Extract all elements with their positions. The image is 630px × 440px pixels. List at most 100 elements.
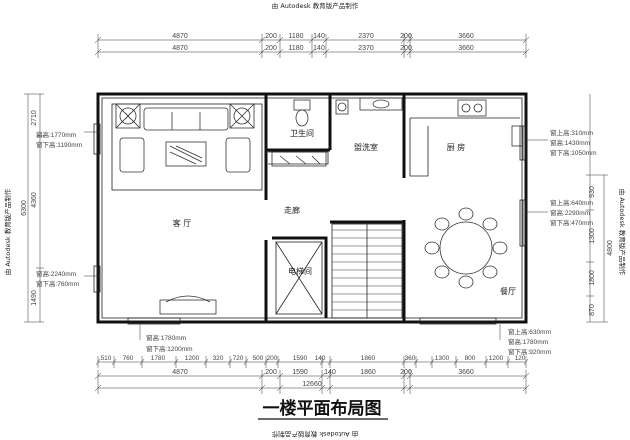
dining-chair xyxy=(492,241,508,255)
dim-left-2: 4360 xyxy=(31,192,38,208)
living-room-furniture xyxy=(111,103,263,315)
dining-chair xyxy=(458,275,474,289)
svg-text:窗高:1430mm: 窗高:1430mm xyxy=(550,138,590,147)
room-bath: 卫生间 xyxy=(290,128,314,138)
right-dimensions: 930 1300 1800 870 4800 xyxy=(586,94,614,323)
dining-chair xyxy=(434,217,450,231)
svg-text:窗下高:760mm: 窗下高:760mm xyxy=(36,279,79,288)
dining-chair xyxy=(458,207,474,221)
dim-top2-2: 200 xyxy=(265,45,277,52)
dim-right-2: 1300 xyxy=(589,228,596,244)
dim-right-1: 930 xyxy=(589,186,596,198)
dim-bot2-7: 3660 xyxy=(458,369,474,376)
elevator-shaft xyxy=(275,241,323,315)
interior-walls xyxy=(264,94,520,322)
svg-text:窗高:2290mm: 窗高:2290mm xyxy=(550,208,590,217)
dim-top-4: 140 xyxy=(313,33,325,40)
watermark-right: 由 Autodesk 教育版产品制作 xyxy=(618,189,627,276)
dim-top-1: 4870 xyxy=(172,33,188,40)
dim-bot-14: 800 xyxy=(465,355,476,362)
living-windows xyxy=(93,123,527,325)
dim-right-3: 1800 xyxy=(589,270,596,286)
dim-left-total: 6300 xyxy=(21,200,28,216)
room-corridor: 走廊 xyxy=(284,205,300,215)
dim-bot-8: 200 xyxy=(267,355,278,362)
dim-left-1: 2710 xyxy=(31,110,38,126)
dim-bot-12: 360 xyxy=(405,355,416,362)
dim-bot-15: 1200 xyxy=(489,355,504,362)
svg-text:窗上高:310mm: 窗上高:310mm xyxy=(550,128,593,137)
svg-text:窗上高:630mm: 窗上高:630mm xyxy=(508,327,551,336)
svg-text:窗下高:1050mm: 窗下高:1050mm xyxy=(550,148,597,157)
dim-bot2-1: 4870 xyxy=(172,369,188,376)
dim-bottom-total: 12660 xyxy=(302,381,322,388)
svg-text:窗下高:470mm: 窗下高:470mm xyxy=(550,218,593,227)
bottom-dimensions: 510 760 1780 1200 320 720 500 200 1590 1… xyxy=(94,355,530,394)
dim-bot-6: 720 xyxy=(233,355,244,362)
dining-chair xyxy=(482,217,498,231)
dim-bot-1: 510 xyxy=(101,355,112,362)
dim-bot-5: 320 xyxy=(213,355,224,362)
svg-text:窗下高:920mm: 窗下高:920mm xyxy=(508,347,551,356)
dim-bot-10: 140 xyxy=(315,355,326,362)
dim-top-2: 200 xyxy=(265,33,277,40)
dim-bot-3: 1780 xyxy=(151,355,166,362)
staircase xyxy=(331,223,403,319)
dim-top-6: 200 xyxy=(400,33,412,40)
dim-bot-16: 120 xyxy=(515,355,526,362)
svg-text:窗高:1770mm: 窗高:1770mm xyxy=(36,130,76,139)
svg-text:窗高:1780mm: 窗高:1780mm xyxy=(146,333,186,342)
dim-top2-3: 1180 xyxy=(288,45,303,52)
dim-top-3: 1180 xyxy=(288,33,303,40)
room-dining: 餐厅 xyxy=(500,287,516,296)
dim-top-5: 2370 xyxy=(358,33,374,40)
dim-bot2-6: 200 xyxy=(400,369,412,376)
window-note-living-top: 窗高:1770mm 窗下高:1190mm xyxy=(36,130,100,149)
dim-bot-9: 1590 xyxy=(293,355,308,362)
dim-bot2-3: 1590 xyxy=(292,369,308,376)
watermark-bottom: 由 Autodesk 教育版产品制作 xyxy=(271,430,358,439)
dim-bot-11: 1860 xyxy=(361,355,376,362)
dim-top-7: 3660 xyxy=(458,33,474,40)
dim-bot-2: 760 xyxy=(123,355,134,362)
watermark-top: 由 Autodesk 教育版产品制作 xyxy=(272,1,359,10)
dim-bot2-2: 200 xyxy=(265,369,277,376)
dim-left-3: 1490 xyxy=(31,290,38,306)
dim-bot-4: 1200 xyxy=(185,355,200,362)
dim-bot-13: 1300 xyxy=(435,355,450,362)
dining-chair xyxy=(482,265,498,279)
dining-chair xyxy=(434,265,450,279)
room-elevator: 电梯间 xyxy=(288,266,312,276)
dim-top2-6: 200 xyxy=(400,45,412,52)
dim-top2-1: 4870 xyxy=(172,45,188,52)
watermark-left: 由 Autodesk 教育版产品制作 xyxy=(3,188,12,275)
svg-text:窗下高:1190mm: 窗下高:1190mm xyxy=(36,140,82,149)
dim-top2-4: 140 xyxy=(313,45,325,52)
svg-text:窗高:2240mm: 窗高:2240mm xyxy=(36,269,76,278)
room-laundry: 盥洗室 xyxy=(354,142,378,152)
window-note-front-left: 窗高:1780mm 窗下高:1200mm xyxy=(139,324,193,353)
dim-top2-7: 3660 xyxy=(458,45,474,52)
svg-text:窗下高:1200mm: 窗下高:1200mm xyxy=(146,344,193,353)
svg-text:窗上高:640mm: 窗上高:640mm xyxy=(550,198,593,207)
kitchen-fixtures xyxy=(457,99,523,147)
dining-chair xyxy=(424,241,440,255)
top-dimensions: 4870 200 1180 140 2370 200 3660 4870 200… xyxy=(94,33,530,58)
dim-top2-5: 2370 xyxy=(358,45,374,52)
svg-text:窗高:1780mm: 窗高:1780mm xyxy=(508,337,548,346)
dim-bot2-5: 1860 xyxy=(360,369,376,376)
room-kitchen: 厨 房 xyxy=(447,142,466,152)
drawing-title: 一楼平面布局图 xyxy=(263,398,382,419)
bathroom-fixtures xyxy=(271,97,403,167)
dining-table xyxy=(424,207,508,289)
window-note-kitchen-right: 窗上高:310mm 窗高:1430mm 窗下高:1050mm xyxy=(526,128,597,157)
window-note-living-bottom: 窗高:2240mm 窗下高:760mm xyxy=(36,269,100,288)
dim-bot2-4: 140 xyxy=(324,369,336,376)
dim-right-4: 870 xyxy=(589,304,596,316)
left-dimensions: 2710 4360 1490 6300 xyxy=(21,93,44,323)
room-living: 客 厅 xyxy=(173,218,192,228)
dim-bot-7: 500 xyxy=(253,355,264,362)
window-note-dining-front: 窗上高:630mm 窗高:1780mm 窗下高:920mm xyxy=(499,324,551,356)
dim-right-total: 4800 xyxy=(607,240,614,256)
